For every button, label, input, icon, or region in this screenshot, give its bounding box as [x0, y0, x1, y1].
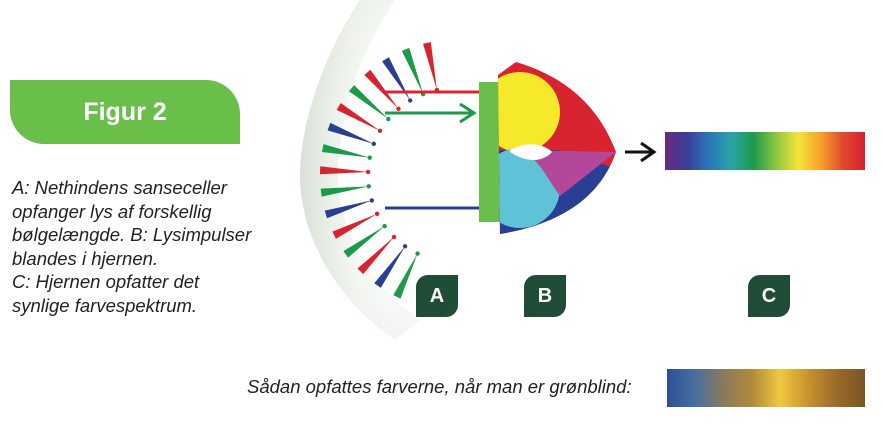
cone-cell-tip	[391, 234, 397, 240]
caption-line: blandes i hjernen.	[12, 247, 159, 269]
cone-cell-tip	[374, 211, 380, 217]
caption-line: bølgelængde. B: Lysimpulser	[12, 224, 252, 245]
caption-line: C: Hjernen opfatter det	[12, 271, 200, 292]
label-c: C	[761, 284, 777, 307]
arrow-to-spectrum	[625, 141, 657, 163]
cone-cell-tip	[365, 169, 371, 175]
cone-cell-tip	[407, 98, 413, 103]
cone-cell	[401, 47, 424, 95]
cone-cell-tip	[382, 223, 387, 229]
cone-cell-tip	[367, 155, 372, 160]
cone-cell-tip	[415, 251, 420, 256]
caption: A: Nethindens sanseceller opfanger lys a…	[12, 176, 282, 317]
cone-cell	[321, 144, 370, 158]
cone-cell-tip	[366, 184, 371, 189]
cone-cell	[357, 237, 395, 275]
cone-cell	[343, 226, 385, 258]
cone-cells	[319, 42, 440, 299]
cone-cell-tip	[396, 106, 401, 112]
label-b-badge: B	[524, 275, 566, 317]
caption-line: synlige farvespektrum.	[12, 294, 198, 316]
retina-arc	[300, 0, 420, 340]
label-c-badge: C	[748, 275, 790, 317]
caption-line: A: Nethindens sanseceller	[12, 177, 227, 198]
cone-cell-tip	[369, 198, 375, 203]
caption-line: opfanger lys af forskellig	[12, 200, 212, 222]
label-a-badge: A	[416, 275, 458, 317]
cone-cell	[327, 122, 374, 144]
cone-cell	[364, 69, 399, 109]
cone-cell	[332, 213, 378, 239]
visible-spectrum-bar	[665, 132, 865, 170]
cone-cell-tip	[402, 244, 408, 249]
label-b: B	[537, 284, 553, 307]
colorblind-spectrum-bar	[667, 369, 865, 407]
cone-cell	[374, 246, 406, 288]
color-mixing-fan	[498, 62, 616, 234]
green-input-bar	[479, 82, 500, 222]
cone-cell	[423, 42, 437, 90]
cone-cell	[324, 200, 372, 219]
cone-cell	[382, 57, 411, 101]
cone-cell-tip	[386, 116, 391, 122]
cone-cell-tip	[371, 141, 376, 147]
figure-title: Figur 2	[83, 97, 167, 126]
label-a: A	[429, 284, 445, 307]
cone-cell	[336, 103, 381, 131]
cone-cell	[320, 186, 369, 197]
cone-cell	[393, 253, 418, 299]
colorblind-caption: Sådan opfattes farverne, når man er grøn…	[247, 376, 632, 397]
arrow-green	[385, 102, 477, 124]
cone-cell	[349, 85, 389, 120]
cone-cell-tip	[377, 128, 383, 134]
figure-title-tab: Figur 2	[10, 80, 240, 144]
cone-cell	[319, 166, 369, 175]
